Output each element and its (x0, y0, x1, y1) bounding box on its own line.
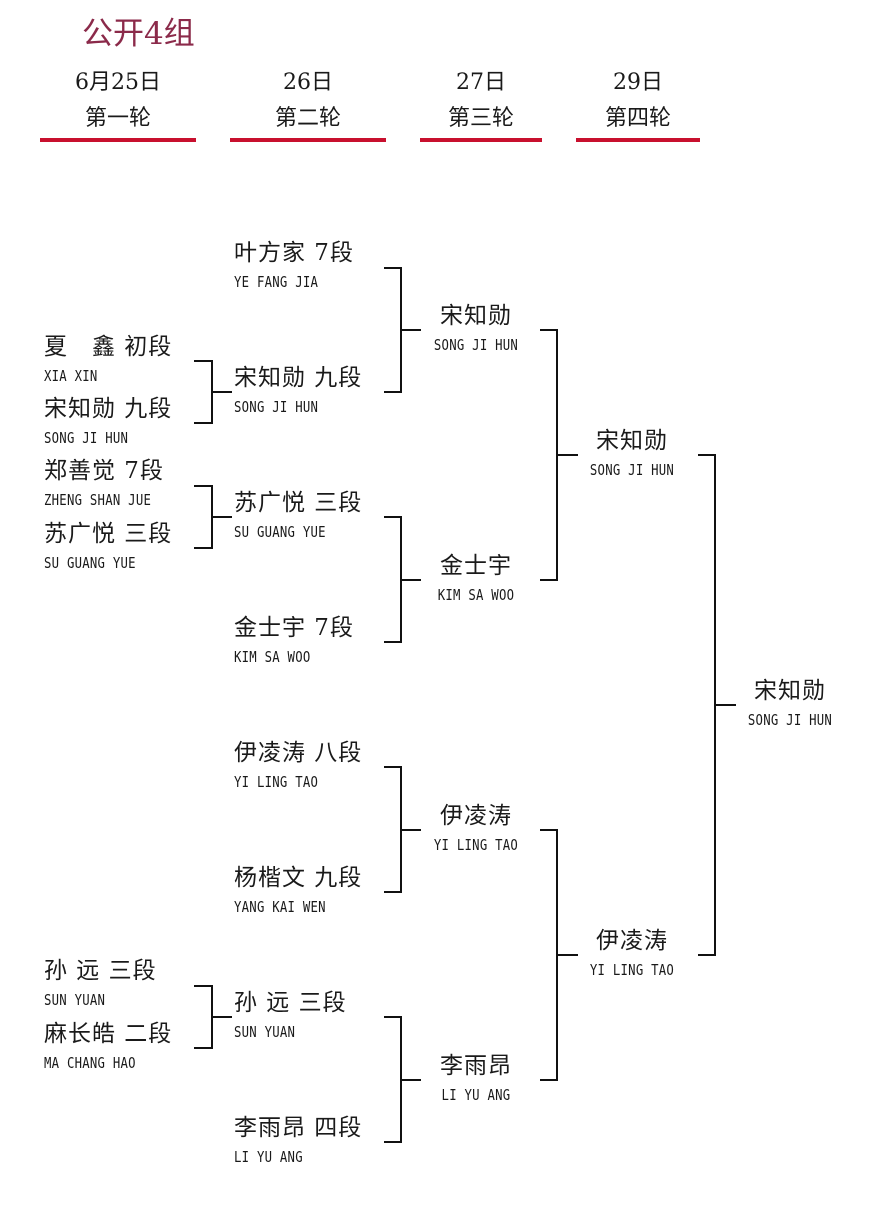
r2-player: 孙 远 三段 SUN YUAN (234, 990, 347, 1041)
player-name-en: SU GUANG YUE (44, 554, 136, 572)
player-name-cn: 宋知勋 九段 (44, 396, 173, 422)
round-label: 第一轮 (84, 106, 151, 131)
round-underline (576, 138, 700, 142)
winner: 宋知勋 SONG JI HUN (734, 678, 846, 729)
round-date: 26日 (283, 70, 333, 95)
round-label: 第四轮 (604, 106, 671, 131)
player-name-cn: 苏广悦 三段 (234, 490, 363, 516)
player-name-cn: 伊凌涛 (596, 928, 668, 954)
r1-player: 宋知勋 九段 SONG JI HUN (44, 396, 172, 447)
player-name-cn: 李雨昂 (440, 1053, 512, 1079)
r2-player: 金士宇 7段 KIM SA WOO (234, 615, 354, 666)
r1-player: 麻长皓 二段 MA CHANG HAO (44, 1021, 172, 1072)
player-name-en: LI YU ANG (234, 1148, 303, 1166)
round-header-2: 26日 第二轮 (230, 70, 386, 142)
player-name-en: YI LING TAO (234, 773, 319, 791)
player-name-cn: 苏广悦 三段 (44, 521, 173, 547)
round-label: 第二轮 (274, 106, 341, 131)
r1-player: 苏广悦 三段 SU GUANG YUE (44, 521, 172, 572)
r3-player: 李雨昂 LI YU ANG (420, 1053, 532, 1104)
player-name-en: SU GUANG YUE (234, 523, 326, 541)
player-name-en: SONG JI HUN (433, 336, 519, 354)
player-name-cn: 孙 远 三段 (234, 990, 347, 1016)
player-name-en: KIM SA WOO (437, 586, 515, 604)
round-date: 29日 (613, 70, 663, 95)
player-name-cn: 宋知勋 (440, 303, 512, 329)
player-name-en: MA CHANG HAO (44, 1054, 136, 1072)
player-name-cn: 金士宇 7段 (234, 615, 354, 641)
player-name-en: YI LING TAO (433, 836, 519, 854)
r2-player: 宋知勋 九段 SONG JI HUN (234, 365, 362, 416)
r2-player: 杨楷文 九段 YANG KAI WEN (234, 865, 362, 916)
r1-player: 郑善觉 7段 ZHENG SHAN JUE (44, 458, 175, 509)
player-name-en: YANG KAI WEN (234, 898, 326, 916)
player-name-cn: 宋知勋 (754, 678, 826, 704)
player-name-en: KIM SA WOO (234, 648, 311, 666)
player-name-en: XIA XIN (44, 367, 98, 385)
player-name-cn: 孙 远 三段 (44, 958, 157, 984)
player-name-cn: 宋知勋 (596, 428, 668, 454)
player-name-en: SONG JI HUN (747, 711, 833, 729)
player-name-en: SUN YUAN (44, 991, 106, 1009)
round-header-3: 27日 第三轮 (420, 70, 542, 142)
player-name-en: YI LING TAO (589, 961, 675, 979)
r3-player: 伊凌涛 YI LING TAO (420, 803, 532, 854)
player-name-en: SONG JI HUN (589, 461, 675, 479)
r3-player: 宋知勋 SONG JI HUN (420, 303, 532, 354)
player-name-cn: 李雨昂 四段 (234, 1115, 363, 1141)
round-underline (40, 138, 196, 142)
group-title: 公开4组 (82, 16, 195, 52)
player-name-cn: 金士宇 (440, 553, 512, 579)
player-name-en: SUN YUAN (234, 1023, 296, 1041)
r3-player: 金士宇 KIM SA WOO (420, 553, 532, 604)
round-date: 27日 (456, 70, 506, 95)
r4-player: 伊凌涛 YI LING TAO (576, 928, 688, 979)
r1-player: 夏 鑫 初段 XIA XIN (44, 334, 172, 385)
r2-player: 伊凌涛 八段 YI LING TAO (234, 740, 362, 791)
r4-player: 宋知勋 SONG JI HUN (576, 428, 688, 479)
round-underline (420, 138, 542, 142)
player-name-cn: 夏 鑫 初段 (44, 334, 173, 360)
player-name-cn: 郑善觉 7段 (44, 458, 164, 484)
player-name-cn: 杨楷文 九段 (234, 865, 363, 891)
round-header-1: 6月25日 第一轮 (40, 70, 196, 142)
round-underline (230, 138, 386, 142)
player-name-cn: 叶方家 7段 (234, 240, 354, 266)
player-name-en: SONG JI HUN (234, 398, 319, 416)
round-header-4: 29日 第四轮 (576, 70, 700, 142)
player-name-cn: 宋知勋 九段 (234, 365, 363, 391)
round-label: 第三轮 (447, 106, 514, 131)
player-name-en: LI YU ANG (441, 1086, 511, 1104)
player-name-cn: 伊凌涛 八段 (234, 740, 363, 766)
round-date: 6月25日 (75, 70, 161, 95)
r1-player: 孙 远 三段 SUN YUAN (44, 958, 157, 1009)
r2-player: 李雨昂 四段 LI YU ANG (234, 1115, 362, 1166)
player-name-en: SONG JI HUN (44, 429, 129, 447)
player-name-cn: 伊凌涛 (440, 803, 512, 829)
player-name-en: ZHENG SHAN JUE (44, 491, 152, 509)
player-name-cn: 麻长皓 二段 (44, 1021, 173, 1047)
player-name-en: YE FANG JIA (234, 273, 319, 291)
r2-player: 叶方家 7段 YE FANG JIA (234, 240, 354, 291)
r2-player: 苏广悦 三段 SU GUANG YUE (234, 490, 362, 541)
